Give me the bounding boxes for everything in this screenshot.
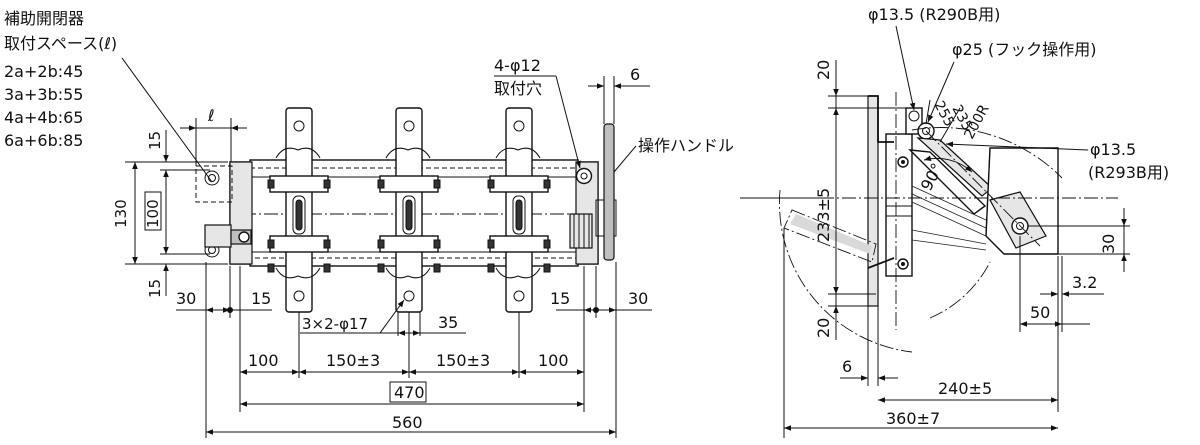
bottom-dims: 30 15 15 30 3×2-φ17 35 100 150±3 150±	[176, 262, 652, 438]
dim-15-left: 15	[251, 289, 271, 308]
dim-240: 240±5	[938, 379, 992, 398]
arc-200r	[911, 127, 1063, 179]
mount-holes-callout: 4-φ12 取付穴	[494, 56, 581, 169]
hole-r293b-label: φ13.5	[1090, 140, 1136, 159]
dim-50-group: 50	[1019, 236, 1090, 332]
dim-240-group: 240±5	[878, 256, 1059, 412]
dim-30-side: 30	[1099, 234, 1118, 254]
dim-30-right: 30	[628, 289, 648, 308]
hole-r290b-label: φ13.5 (R290B用)	[868, 5, 1000, 24]
front-view: 補助開閉器 取付スペース(ℓ) 2a+2b:45 3a+3b:55 4a+4b:…	[4, 9, 734, 438]
dim-100-right: 100	[538, 351, 569, 370]
aux-size-2: 3a+3b:55	[4, 85, 83, 104]
center-line-diag	[925, 130, 1041, 247]
dim-233: 233±5	[814, 188, 833, 242]
pole-2	[377, 107, 441, 313]
left-vertical-dims: 130 100 15 15	[112, 130, 228, 298]
aux-size-3: 4a+4b:65	[4, 108, 83, 127]
terminal-holes-label: 3×2-φ17	[302, 315, 368, 333]
dim-20-top: 20	[814, 60, 833, 80]
dim-30-left: 30	[176, 289, 196, 308]
aux-size-1: 2a+2b:45	[4, 62, 83, 81]
handle-leader	[613, 145, 637, 173]
aux-size-4: 6a+6b:85	[4, 131, 83, 150]
dim-6-side: 6	[842, 357, 852, 376]
side-vertical-dims: 20 233±5 20	[814, 60, 906, 340]
dim-360-group: 360±7	[783, 228, 1058, 438]
arc-swing-left	[779, 189, 913, 353]
pole-3	[487, 107, 551, 313]
hole-r293b-sub: (R293B用)	[1088, 163, 1169, 182]
arc-90-degree	[923, 155, 973, 173]
mount-holes-sub: 取付穴	[494, 79, 542, 98]
aux-leader-line	[121, 57, 213, 183]
dim-560: 560	[392, 413, 423, 432]
dim-130: 130	[112, 199, 130, 228]
dim-150-a: 150±3	[326, 351, 380, 370]
dim-6-side-group: 6	[840, 306, 898, 386]
dim-470-boxed: 470	[394, 383, 425, 402]
dim-15-bottom: 15	[146, 279, 164, 298]
dim-3-2-group: 3.2	[1040, 256, 1104, 300]
dim-100-boxed: 100	[144, 199, 162, 228]
dim-30-group: 30	[1028, 208, 1130, 272]
handle-gap-dim: 6	[588, 65, 650, 124]
dim-150-b: 150±3	[436, 351, 490, 370]
arc-swing-bottom	[929, 261, 991, 319]
dim-20-bottom: 20	[814, 318, 833, 338]
hook-op-label: φ25 (フック操作用)	[952, 40, 1097, 59]
dim-15-right: 15	[550, 289, 570, 308]
dim-35: 35	[438, 313, 458, 332]
mount-space-label: 取付スペース(ℓ)	[4, 34, 117, 53]
dim-15-top: 15	[146, 131, 164, 150]
handle-label: 操作ハンドル	[638, 136, 734, 155]
ell-symbol: ℓ	[207, 106, 215, 125]
dim-50: 50	[1030, 303, 1050, 322]
pole-1	[267, 107, 331, 313]
ell-dimension: ℓ	[180, 106, 247, 166]
aux-switch-title: 補助開閉器	[4, 9, 84, 28]
dim-100-left: 100	[248, 351, 279, 370]
dim-6-handle: 6	[630, 65, 640, 84]
dim-3-2: 3.2	[1072, 273, 1097, 292]
side-view: φ13.5 (R290B用) φ25 (フック操作用) 20 233±5 20 …	[740, 5, 1169, 438]
dim-360: 360±7	[886, 409, 940, 428]
mount-holes-label: 4-φ12	[494, 56, 541, 75]
